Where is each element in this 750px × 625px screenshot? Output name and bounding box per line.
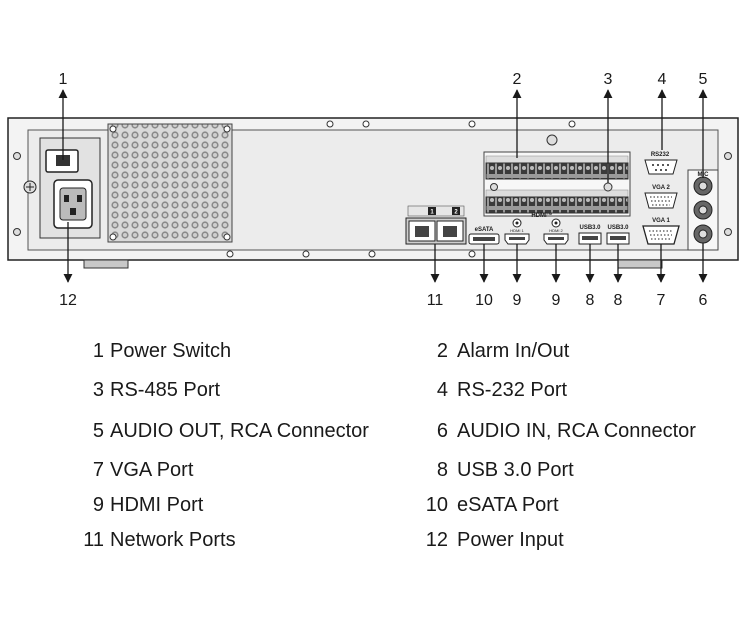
legend-label: Network Ports: [110, 529, 236, 551]
legend-label: RS-485 Port: [110, 379, 221, 401]
network-ports: 1 2: [405, 205, 467, 245]
callout-num-5: 5: [699, 71, 708, 88]
rear-panel-diagram: HDMI™ RS232 VGA 2 VGA 1 MIC 1 2: [7, 71, 739, 309]
legend-number: 5: [92, 420, 104, 442]
legend-label: AUDIO OUT, RCA Connector: [110, 420, 369, 442]
callout-num-11: 11: [427, 292, 444, 309]
legend-label: HDMI Port: [110, 494, 204, 516]
callout-num-12: 12: [59, 292, 77, 309]
vga2-label: VGA 2: [652, 185, 670, 191]
hdmi-logo: HDMI™: [531, 212, 552, 219]
usb-b-label: USB3.0: [607, 225, 629, 231]
legend-item: 6: [0, 419, 448, 443]
legend-label: Power Input: [457, 529, 564, 551]
legend-number: 6: [436, 420, 448, 442]
hdmi2-port[interactable]: HDMI 2: [543, 218, 569, 245]
callout-num-10: 10: [475, 292, 493, 309]
audio-rca-group: MIC: [687, 169, 719, 251]
legend-item: 3: [0, 378, 104, 402]
legend-number: 1: [92, 340, 104, 362]
hdmi1-label: HDMI 1: [510, 228, 524, 233]
legend-item: 5: [0, 419, 104, 443]
legend-item: 8: [0, 458, 448, 482]
callout-num-6: 6: [699, 292, 708, 309]
callout-num-9b: 9: [552, 292, 561, 309]
callout-num-3: 3: [604, 71, 613, 88]
legend-number: 3: [92, 379, 104, 401]
rs232-port[interactable]: RS232: [644, 152, 678, 175]
callout-num-4: 4: [658, 71, 667, 88]
legend-item: 11: [0, 528, 104, 552]
usb3-port-b[interactable]: USB3.0: [606, 225, 630, 245]
legend-label: Power Switch: [110, 340, 232, 362]
legend-number: 7: [92, 459, 104, 481]
net2-label: 2: [454, 210, 458, 216]
legend-item: 4: [0, 378, 448, 402]
legend-item: 2: [0, 339, 448, 363]
esata-label: eSATA: [475, 227, 494, 233]
callout-num-8b: 8: [614, 292, 623, 309]
vga1-port[interactable]: VGA 1: [642, 218, 680, 245]
rs485-port[interactable]: [603, 182, 613, 192]
hdmi2-label: HDMI 2: [549, 228, 563, 233]
legend-number: 9: [92, 494, 104, 516]
rs232-label: RS232: [651, 152, 670, 158]
callout-num-1: 1: [59, 71, 68, 88]
vga2-port[interactable]: VGA 2: [644, 185, 678, 209]
legend-item: 1: [0, 339, 104, 363]
fan-grille: [107, 123, 233, 243]
vga1-label: VGA 1: [652, 218, 670, 224]
usb3-port-a[interactable]: USB3.0: [578, 225, 602, 245]
legend-item: 10: [0, 493, 448, 517]
legend-label: RS-232 Port: [457, 379, 568, 401]
legend-label: Alarm In/Out: [457, 340, 570, 362]
callout-num-7: 7: [657, 292, 666, 309]
callout-num-9a: 9: [513, 292, 522, 309]
hdmi1-port[interactable]: HDMI 1: [504, 218, 530, 245]
legend-item: 12: [0, 528, 448, 552]
ground-screw-top-icon: [546, 134, 558, 146]
callout-num-2: 2: [513, 71, 522, 88]
callout-lines: [58, 89, 708, 283]
power-module: [23, 137, 101, 239]
legend-label: VGA Port: [110, 459, 194, 481]
esata-port[interactable]: eSATA: [468, 227, 500, 245]
net1-label: 1: [430, 210, 434, 216]
legend-number: 4: [436, 379, 448, 401]
callout-num-8a: 8: [586, 292, 595, 309]
legend-item: 7: [0, 458, 104, 482]
legend-number: 12: [425, 529, 448, 551]
legend-number: 10: [425, 494, 448, 516]
legend-label: eSATA Port: [457, 494, 559, 516]
legend-number: 11: [83, 529, 104, 551]
legend-label: AUDIO IN, RCA Connector: [457, 420, 696, 442]
legend-number: 8: [436, 459, 448, 481]
legend-number: 2: [436, 340, 448, 362]
legend-item: 9: [0, 493, 104, 517]
legend-label: USB 3.0 Port: [457, 459, 574, 481]
usb-a-label: USB3.0: [579, 225, 601, 231]
